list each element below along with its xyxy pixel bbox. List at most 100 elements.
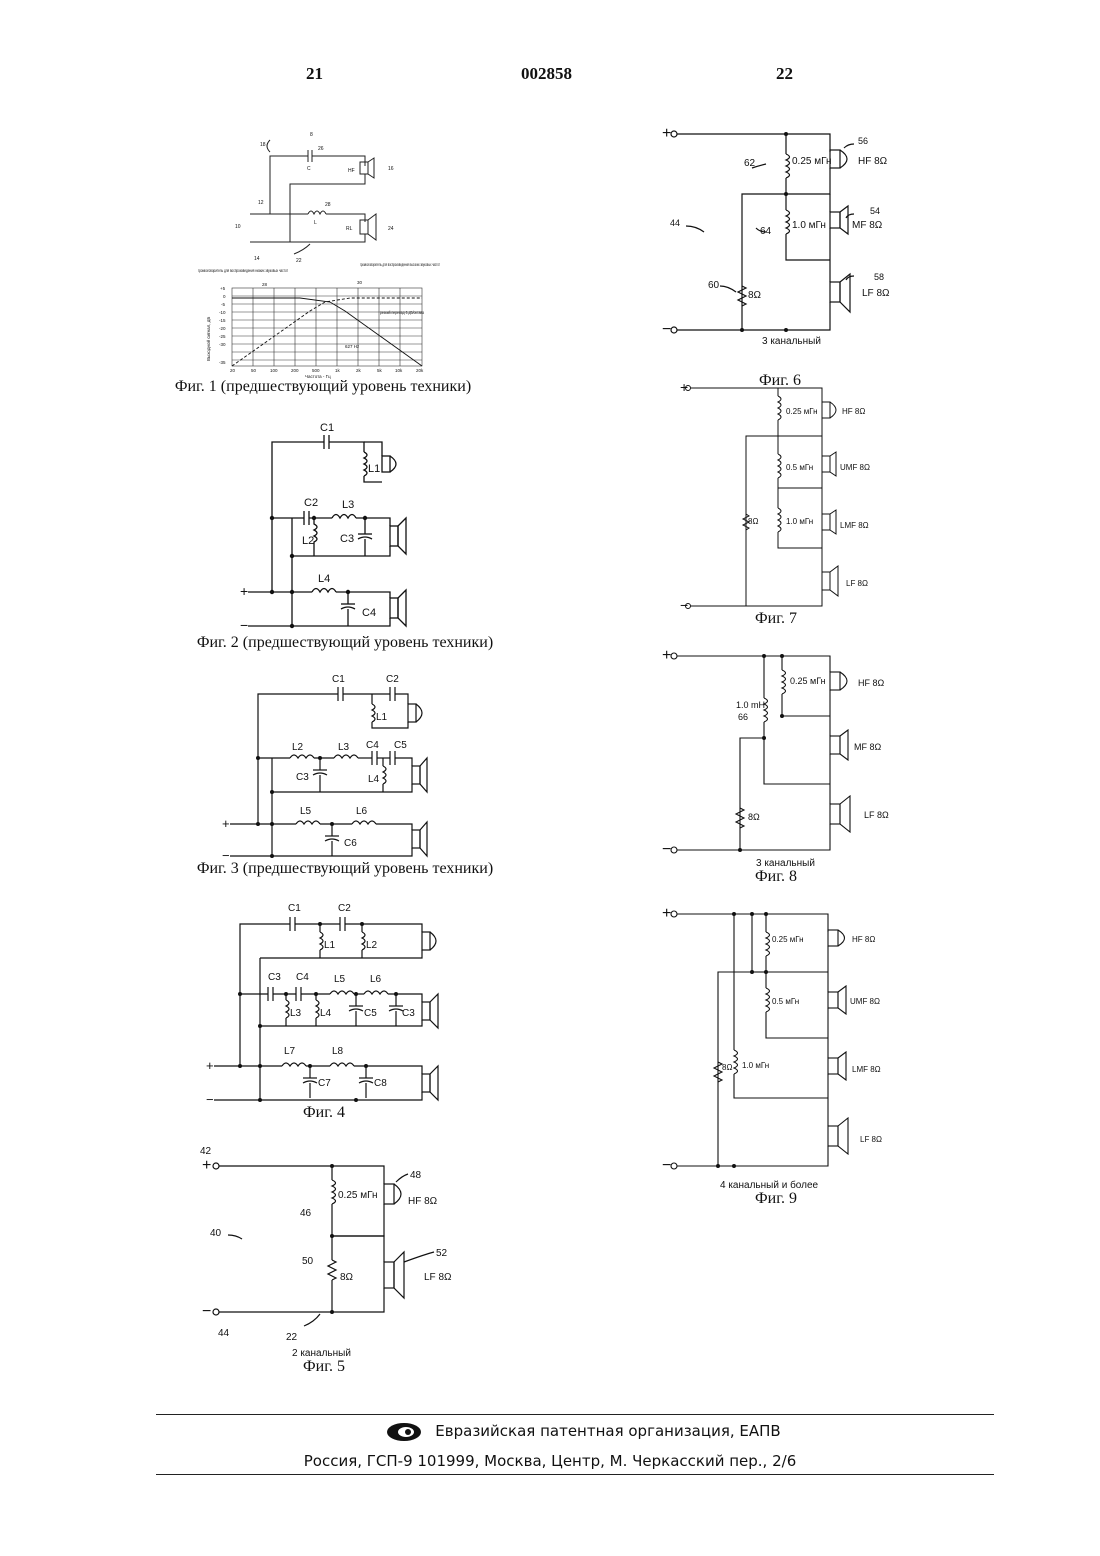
fig4-label-l8: L8 <box>332 1046 344 1057</box>
fig1-graph-left-note: громкоговоритель для воспроизведения низ… <box>198 268 288 273</box>
fig1-xtick: 200 <box>291 368 299 373</box>
fig9-inductor-hf-value: 0.25 мГн <box>772 935 804 944</box>
fig3-label-l3: L3 <box>338 742 350 753</box>
fig1-label-l: L <box>314 220 317 226</box>
fig9-plus: + <box>662 905 671 922</box>
fig9-lmf-label: LMF 8Ω <box>852 1065 881 1074</box>
fig7-lf-label: LF 8Ω <box>846 579 868 588</box>
fig4-label-l4: L4 <box>320 1008 332 1019</box>
fig1-label-c: C <box>307 166 311 172</box>
fig1-xtick: 2k <box>356 368 362 373</box>
fig1-ytick: -30 <box>219 342 226 347</box>
fig7-inductor-hf-value: 0.25 мГн <box>786 407 818 416</box>
fig3-label-l4: L4 <box>368 774 380 785</box>
fig4-label-l5: L5 <box>334 974 346 985</box>
fig4-label-l3: L3 <box>290 1008 302 1019</box>
fig1-label-8: 8 <box>310 132 313 138</box>
fig3-label-c2: C2 <box>386 674 399 685</box>
fig8-mf-label: MF 8Ω <box>854 742 882 752</box>
fig4-label-c8: C8 <box>374 1078 387 1089</box>
fig1-xtick: 500 <box>312 368 320 373</box>
figure-5-caption: Фиг. 5 <box>274 1358 374 1376</box>
fig5-label-44: 44 <box>218 1328 230 1339</box>
fig8-minus: − <box>662 841 671 858</box>
fig3-label-c1: C1 <box>332 674 345 685</box>
fig4-label-l6: L6 <box>370 974 382 985</box>
fig2-label-l3: L3 <box>342 499 354 511</box>
fig1-label-26: 26 <box>318 146 324 152</box>
fig9-resistor-value: 8Ω <box>722 1063 732 1072</box>
fig7-lmf-label: LMF 8Ω <box>840 521 869 530</box>
fig4-minus: − <box>206 1092 214 1107</box>
fig1-label-22: 22 <box>296 258 302 264</box>
fig1-ytick: -15 <box>219 318 226 323</box>
fig1-label-24: 24 <box>388 226 394 232</box>
figure-9-caption: Фиг. 9 <box>724 1190 828 1208</box>
figure-8-caption: Фиг. 8 <box>724 868 828 886</box>
fig9-minus: − <box>662 1157 671 1174</box>
fig6-label-58: 58 <box>874 272 884 282</box>
fig5-resistor-value: 8Ω <box>340 1272 354 1283</box>
footer-address: Россия, ГСП-9 101999, Москва, Центр, М. … <box>0 1452 1100 1470</box>
fig9-inductor-lmf-value: 1.0 мГн <box>742 1061 769 1070</box>
fig4-label-l7: L7 <box>284 1046 296 1057</box>
footer-organization: Евразийская патентная организация, ЕАПВ <box>58 1422 1100 1440</box>
fig5-label-22: 22 <box>286 1332 298 1343</box>
fig7-resistor-value: 8Ω <box>748 517 758 526</box>
fig2-label-l4: L4 <box>318 573 330 585</box>
fig2-label-c4: C4 <box>362 607 376 619</box>
fig1-xtick: 20k <box>416 368 424 373</box>
fig5-label-40: 40 <box>210 1228 222 1239</box>
fig6-subtitle: 3 канальный <box>762 336 821 347</box>
fig1-xtick: 100 <box>270 368 278 373</box>
fig5-minus: − <box>202 1303 211 1320</box>
fig1-xtick: 1k <box>335 368 341 373</box>
fig4-plus: + <box>206 1058 214 1073</box>
figure-8-diagram: + 0.25 мГн HF 8Ω 1.0 mH 66 MF 8Ω 8Ω LF 8… <box>656 644 906 870</box>
fig3-plus: + <box>222 816 230 831</box>
fig7-inductor-umf-value: 0.5 мГн <box>786 463 813 472</box>
fig7-umf-label: UMF 8Ω <box>840 463 870 472</box>
fig1-ytick: -5 <box>221 302 225 307</box>
fig3-label-c4: C4 <box>366 740 379 751</box>
fig2-label-c1: C1 <box>320 422 334 434</box>
fig3-label-c3: C3 <box>296 772 309 783</box>
fig9-lf-label: LF 8Ω <box>860 1135 882 1144</box>
fig1-label-14: 14 <box>254 256 260 262</box>
figure-1-caption: Фиг. 1 (предшествующий уровень техники) <box>150 378 496 396</box>
fig3-label-l2: L2 <box>292 742 304 753</box>
fig6-label-60: 60 <box>708 280 720 291</box>
fig4-label-c3b: C3 <box>402 1008 415 1019</box>
fig2-label-l1: L1 <box>368 463 380 475</box>
fig5-inductor-value: 0.25 мГн <box>338 1190 378 1201</box>
fig1-graph-slope-note: резкий перепад 6 дБ/октава <box>380 309 424 315</box>
fig8-resistor-value: 8Ω <box>748 812 760 822</box>
fig1-label-28: 28 <box>325 202 331 208</box>
fig8-inductor-hf-value: 0.25 мГн <box>790 676 826 686</box>
fig3-label-l1: L1 <box>376 712 388 723</box>
fig6-label-62: 62 <box>744 158 756 169</box>
fig6-inductor-mf-value: 1.0 мГн <box>792 220 826 231</box>
fig4-label-c7: C7 <box>318 1078 331 1089</box>
fig6-minus: − <box>662 321 671 338</box>
fig6-resistor-value: 8Ω <box>748 290 762 301</box>
patent-number: 002858 <box>521 64 572 84</box>
fig4-label-l2: L2 <box>366 940 378 951</box>
figure-4-diagram: C1 C2 L1 L2 C3 C4 L5 L6 L3 L4 C5 C3 L7 L… <box>206 896 444 1108</box>
fig4-label-c3: C3 <box>268 972 281 983</box>
fig1-label-rl: RL <box>346 226 353 232</box>
fig5-plus: + <box>202 1157 211 1174</box>
footer-top-rule <box>156 1414 994 1415</box>
fig1-ytick: -20 <box>219 326 226 331</box>
fig1-label-10: 10 <box>235 224 241 230</box>
fig9-hf-label: HF 8Ω <box>852 935 875 944</box>
fig8-plus: + <box>662 647 671 664</box>
figure-2-caption: Фиг. 2 (предшествующий уровень техники) <box>186 634 504 652</box>
fig7-inductor-lmf-value: 1.0 мГн <box>786 517 813 526</box>
fig5-label-42: 42 <box>200 1146 212 1157</box>
fig2-label-l2: L2 <box>302 535 314 547</box>
fig6-hf-label: HF 8Ω <box>858 156 888 167</box>
figure-4-caption: Фиг. 4 <box>274 1104 374 1122</box>
fig1-graph-ylabel: Выходной сигнал, дБ <box>205 317 211 361</box>
fig7-minus: − <box>680 597 688 613</box>
